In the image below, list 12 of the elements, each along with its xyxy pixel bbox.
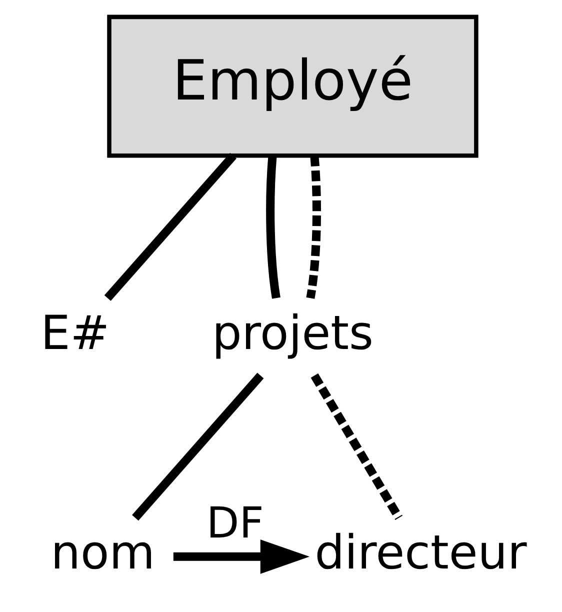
connector	[310, 373, 403, 520]
edge-label: DF	[206, 498, 264, 548]
node-box: Employé	[107, 14, 478, 158]
connector	[132, 372, 264, 521]
connector	[306, 155, 321, 299]
node-text: projets	[212, 306, 374, 361]
node-text: E#	[40, 306, 110, 361]
arrow	[173, 539, 310, 574]
connector	[266, 155, 280, 299]
connector	[104, 152, 236, 301]
node-text: nom	[50, 526, 155, 581]
node-text: directeur	[314, 526, 527, 581]
